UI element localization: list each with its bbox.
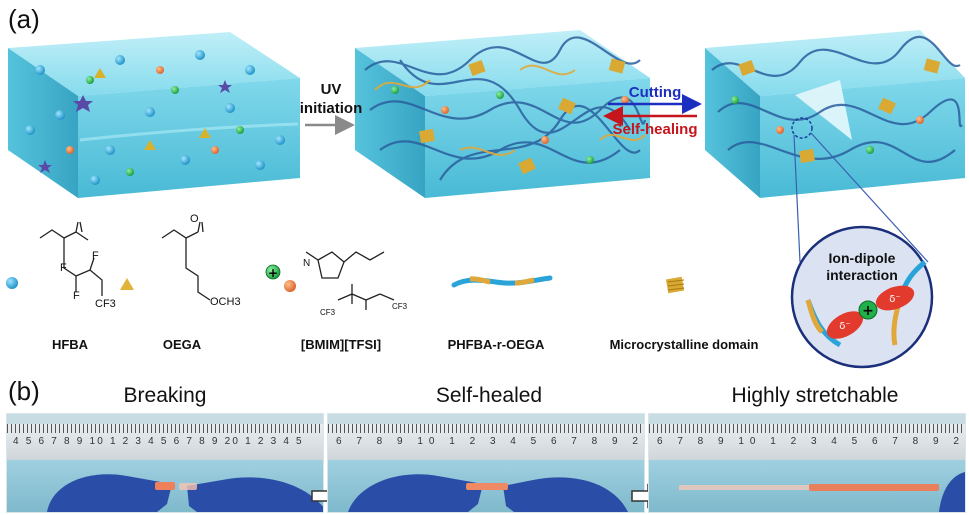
cutting-label: Cutting <box>628 84 682 101</box>
stretched-sample <box>679 472 965 512</box>
gel-block-cut <box>705 30 965 198</box>
tfsi-anion-icon <box>284 280 296 292</box>
photo-breaking: 4 5 6 7 8 9 10 1 2 3 4 5 6 7 8 9 20 1 2 … <box>6 413 324 513</box>
title-stretchable: Highly stretchable <box>731 384 899 407</box>
svg-text:δ⁻: δ⁻ <box>839 321 850 332</box>
oega-structure <box>161 221 211 301</box>
gloved-hands <box>348 474 628 512</box>
ruler: 4 5 6 7 8 9 10 1 2 3 4 5 6 7 8 9 20 1 2 … <box>7 424 323 461</box>
tfsi-cf3-right: CF3 <box>392 302 408 311</box>
microcrystalline-icon <box>665 276 685 294</box>
inset-label: Ion-dipole interaction <box>800 250 924 284</box>
panel-a-label: (a) <box>8 4 40 34</box>
uv-label-line1: UV <box>320 81 342 98</box>
title-breaking: Breaking <box>123 384 207 407</box>
uv-label: UV initiation <box>296 80 366 118</box>
oega-och3: OCH3 <box>210 296 241 308</box>
bmim-tfsi-structure <box>305 251 395 310</box>
svg-text:+: + <box>862 303 874 319</box>
zoom-circle <box>791 117 813 139</box>
gel-block-network <box>355 30 650 198</box>
ruler-numbers: 6 7 8 9 10 1 2 3 4 5 6 7 8 9 20 1 2 3 <box>336 436 644 447</box>
inset-label-line2: interaction <box>826 267 898 283</box>
hfba-cf3: CF3 <box>95 298 116 310</box>
oega-o: O <box>190 213 199 225</box>
inset-label-line1: Ion-dipole <box>828 250 896 266</box>
label-microcrystalline: Microcrystalline domain <box>609 337 759 352</box>
svg-text:+: + <box>268 266 278 280</box>
bmim-n: N <box>303 258 311 269</box>
hfba-f2: F <box>60 262 67 274</box>
label-hfba: HFBA <box>51 337 89 352</box>
ruler-numbers: 4 5 6 7 8 9 10 1 2 3 4 5 6 7 8 9 20 1 2 … <box>13 436 304 447</box>
hfba-f1: F <box>73 290 80 302</box>
panel-a-illustration: δ⁻ δ⁻ + + <box>6 30 965 369</box>
label-polymer: PHFBA-r-OEGA <box>447 337 545 352</box>
gel-block-monomers <box>8 32 300 198</box>
polymer-chain-icon <box>451 275 553 288</box>
ion-dipole-inset: δ⁻ δ⁻ + <box>790 225 934 369</box>
hfba-icon <box>6 277 18 289</box>
gloved-hands <box>47 474 323 512</box>
tfsi-cf3-left: CF3 <box>320 308 336 317</box>
self-healing-label: Self-healing <box>612 121 698 138</box>
ruler-numbers: 6 7 8 9 10 1 2 3 4 5 6 7 8 9 20 1 2 3 <box>657 436 965 447</box>
ruler: 6 7 8 9 10 1 2 3 4 5 6 7 8 9 20 1 2 3 <box>328 424 644 461</box>
photo-self-healed: 6 7 8 9 10 1 2 3 4 5 6 7 8 9 20 1 2 3 <box>327 413 645 513</box>
label-oega: OEGA <box>162 337 202 352</box>
svg-text:δ⁻: δ⁻ <box>889 294 900 305</box>
panel-b-label: (b) <box>8 376 40 406</box>
bmim-cation-icon <box>265 264 281 280</box>
oega-icon <box>120 278 134 290</box>
uv-label-line2: initiation <box>299 100 363 117</box>
hfba-structure <box>39 221 103 296</box>
hfba-f3: F <box>92 250 99 262</box>
photo-stretchable: 6 7 8 9 10 1 2 3 4 5 6 7 8 9 20 1 2 3 <box>648 413 966 513</box>
label-bmim-tfsi: [BMIM][TFSI] <box>300 337 382 352</box>
title-self-healed: Self-healed <box>435 384 543 407</box>
